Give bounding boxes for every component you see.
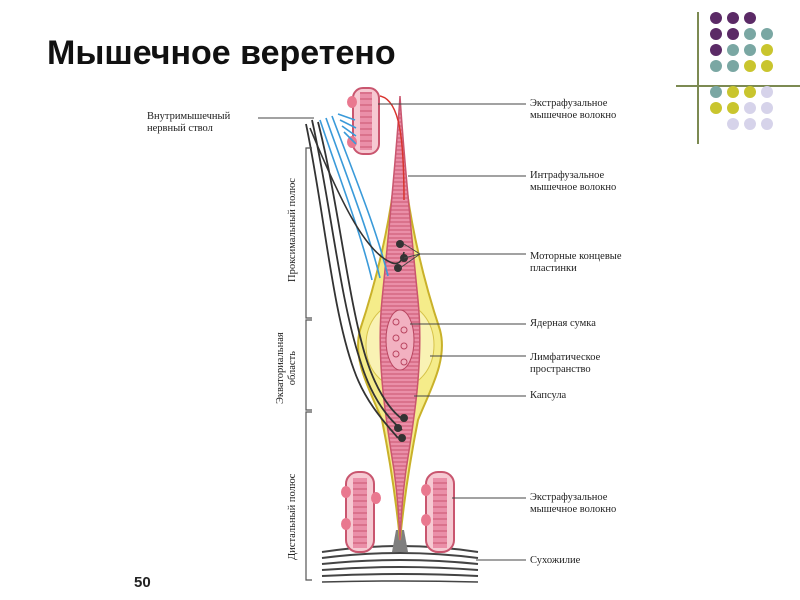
decor-dot xyxy=(761,118,773,130)
label-intrafusal: Интрафузальное мышечное волокно xyxy=(530,170,616,194)
label-motor-plates: Моторные концевые пластинки xyxy=(530,251,622,275)
decor-dot xyxy=(710,60,722,72)
decor-vertical-line xyxy=(697,12,699,144)
decor-dot xyxy=(761,28,773,40)
motor-nerve-top xyxy=(379,95,405,201)
label-lymph-space: Лимфатическое пространство xyxy=(530,352,600,376)
label-extrafusal-top: Экстрафузальное мышечное волокно xyxy=(530,98,616,122)
label-extrafusal-top-line2: мышечное волокно xyxy=(530,110,617,121)
region-brackets xyxy=(305,147,312,581)
label-tendon: Сухожилие xyxy=(530,555,581,566)
decor-dot xyxy=(761,60,773,72)
decor-dot xyxy=(744,60,756,72)
label-lymph-space-line2: пространство xyxy=(530,364,591,375)
label-intrafusal-line1: Интрафузальное xyxy=(530,170,605,181)
decor-dot xyxy=(727,118,739,130)
tendon xyxy=(321,530,479,583)
label-extrafusal-bottom-line1: Экстрафузальное xyxy=(530,492,608,503)
decor-dot xyxy=(744,118,756,130)
decor-dot xyxy=(710,86,722,98)
label-nerve-trunk-line1: Внутримышечный xyxy=(147,111,231,122)
label-extrafusal-top-line1: Экстрафузальное xyxy=(530,98,608,109)
decor-dot xyxy=(710,44,722,56)
decor-dot xyxy=(710,28,722,40)
label-nerve-trunk-line2: нервный ствол xyxy=(147,123,213,134)
label-motor-plates-line2: пластинки xyxy=(530,263,577,274)
nuclear-bag xyxy=(385,309,415,371)
page-number: 50 xyxy=(134,574,151,591)
label-equatorial-line2: область xyxy=(287,351,298,386)
decor-dot xyxy=(727,102,739,114)
label-nuclear-bag: Ядерная сумка xyxy=(530,318,596,329)
decor-dot xyxy=(761,102,773,114)
label-extrafusal-bottom-line2: мышечное волокно xyxy=(530,504,617,515)
label-distal-pole: Дистальный полюс xyxy=(287,473,298,560)
label-intrafusal-line2: мышечное волокно xyxy=(530,182,617,193)
decor-dot xyxy=(727,86,739,98)
label-motor-plates-line1: Моторные концевые xyxy=(530,251,622,262)
extrafusal-fiber-top xyxy=(347,87,380,155)
decor-dot xyxy=(744,28,756,40)
decor-dot xyxy=(761,44,773,56)
decor-horizontal-line xyxy=(676,85,800,87)
label-capsule: Капсула xyxy=(530,390,567,401)
extrafusal-fiber-bottom-left xyxy=(341,471,381,553)
decor-dot xyxy=(744,102,756,114)
decor-dot xyxy=(727,28,739,40)
nerve-trunk-motor xyxy=(305,119,405,439)
label-equatorial-line1: Экваториальная xyxy=(275,332,286,404)
label-proximal-pole: Проксимальный полюс xyxy=(287,178,298,282)
decor-dot xyxy=(744,12,756,24)
label-extrafusal-bottom: Экстрафузальное мышечное волокно xyxy=(530,492,616,516)
slide-title: Мышечное веретено xyxy=(47,34,396,72)
decor-dot xyxy=(744,44,756,56)
leader-lines xyxy=(258,103,526,561)
extrafusal-fiber-bottom-right xyxy=(421,471,455,553)
decor-dot xyxy=(727,12,739,24)
decor-dot xyxy=(710,102,722,114)
decor-dot xyxy=(744,86,756,98)
decor-dot xyxy=(761,86,773,98)
decor-dot xyxy=(727,60,739,72)
decor-dot xyxy=(727,44,739,56)
decor-dot xyxy=(710,12,722,24)
label-equatorial-region: Экваториальная область xyxy=(275,332,299,404)
label-lymph-space-line1: Лимфатическое xyxy=(530,352,601,363)
label-nerve-trunk: Внутримышечный нервный ствол xyxy=(147,111,230,135)
